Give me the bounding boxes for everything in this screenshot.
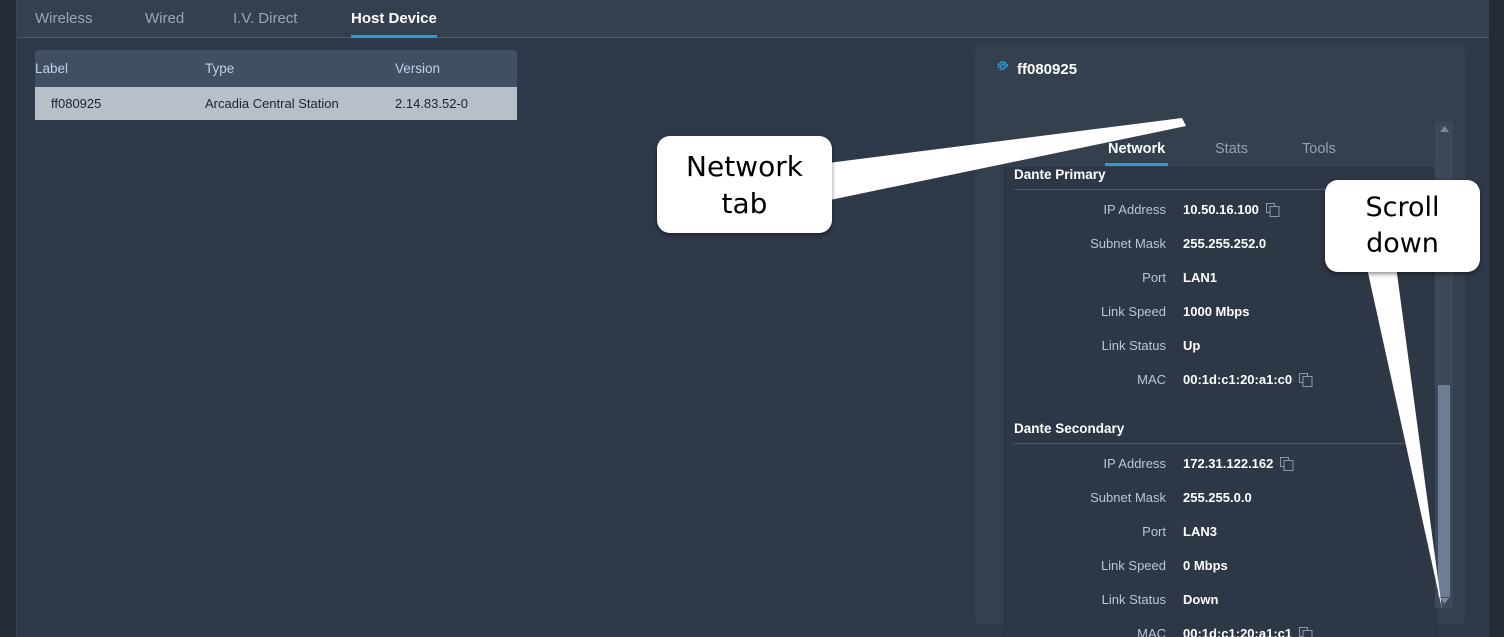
section-divider xyxy=(1014,189,1417,190)
tab-iv-direct[interactable]: I.V. Direct xyxy=(233,0,297,38)
copy-icon[interactable] xyxy=(1280,457,1294,476)
column-header-type: Type xyxy=(205,61,235,76)
copy-icon[interactable] xyxy=(1266,203,1280,222)
field-label: Subnet Mask xyxy=(1090,236,1166,251)
field-label: IP Address xyxy=(1103,456,1166,471)
field-label: Link Speed xyxy=(1100,558,1166,573)
field-value: 1000 Mbps xyxy=(1183,304,1250,319)
tab-wired[interactable]: Wired xyxy=(145,0,184,38)
table-row[interactable]: ff080925 Arcadia Central Station 2.14.83… xyxy=(35,87,517,120)
section-title: Dante Secondary xyxy=(1014,421,1125,436)
copy-icon[interactable] xyxy=(1299,373,1313,392)
panel-tab-network-label: Network xyxy=(1108,141,1166,157)
callout-network-tab: Network tab xyxy=(657,136,832,233)
tab-wireless[interactable]: Wireless xyxy=(35,0,93,38)
field-value: 00:1d:c1:20:a1:c1 xyxy=(1183,626,1293,637)
panel-tab-tools-label: Tools xyxy=(1302,141,1336,157)
scroll-up-arrow-icon[interactable] xyxy=(1435,122,1453,136)
field-label: Port xyxy=(1142,270,1166,285)
field-value: LAN3 xyxy=(1183,524,1217,539)
field-value: LAN1 xyxy=(1183,270,1217,285)
callout-network-line1: Network xyxy=(686,149,803,183)
device-detail-panel: ff080925 Device Network Stats Tools Dant… xyxy=(975,45,1465,637)
field-label: MAC xyxy=(1137,626,1166,637)
tab-wireless-label: Wireless xyxy=(35,10,93,27)
scroll-down-arrow-icon[interactable] xyxy=(1435,594,1453,608)
panel-tab-stats[interactable]: Stats xyxy=(1215,137,1248,166)
right-rail xyxy=(1489,0,1504,637)
callout-scroll-line2: down xyxy=(1366,228,1439,259)
tab-host-device[interactable]: Host Device xyxy=(351,0,437,38)
field-label: Link Status xyxy=(1101,338,1166,353)
callout-scroll-line1: Scroll xyxy=(1365,192,1440,223)
tab-active-indicator xyxy=(351,35,437,38)
device-table-header: Label Type Version xyxy=(35,50,517,87)
tab-host-device-label: Host Device xyxy=(351,10,437,27)
field-value: 255.255.252.0 xyxy=(1183,236,1267,251)
panel-title: ff080925 xyxy=(995,59,1077,79)
panel-tab-device[interactable]: Device xyxy=(1011,137,1055,166)
field-label: MAC xyxy=(1137,372,1166,387)
cell-type: Arcadia Central Station xyxy=(205,96,339,111)
field-value: 172.31.122.162 xyxy=(1183,456,1274,471)
left-rail xyxy=(0,0,16,637)
gear-icon xyxy=(995,59,1010,79)
panel-tab-bar: Device Network Stats Tools xyxy=(975,137,1465,166)
scrollbar-thumb[interactable] xyxy=(1438,385,1450,597)
callout-scroll-down: Scroll down xyxy=(1325,180,1480,272)
callout-network-line2: tab xyxy=(721,186,768,220)
tab-wired-label: Wired xyxy=(145,10,185,27)
panel-tab-device-label: Device xyxy=(1011,141,1056,157)
field-value: 10.50.16.100 xyxy=(1183,202,1259,217)
panel-tab-active-indicator xyxy=(1105,163,1169,166)
panel-title-text: ff080925 xyxy=(1017,60,1078,78)
device-table: Label Type Version ff080925 Arcadia Cent… xyxy=(35,50,517,120)
field-label: Port xyxy=(1142,524,1166,539)
field-label: Subnet Mask xyxy=(1090,490,1166,505)
field-value: 0 Mbps xyxy=(1183,558,1228,573)
column-header-label: Label xyxy=(35,61,69,76)
column-header-version: Version xyxy=(395,61,441,76)
field-value: Down xyxy=(1183,592,1219,607)
field-label: IP Address xyxy=(1103,202,1166,217)
cell-label: ff080925 xyxy=(51,96,102,111)
cell-version: 2.14.83.52-0 xyxy=(395,96,469,111)
panel-tab-tools[interactable]: Tools xyxy=(1302,137,1336,166)
left-rail-divider xyxy=(16,0,17,637)
section-title: Dante Primary xyxy=(1014,167,1106,182)
panel-tab-network[interactable]: Network xyxy=(1105,137,1169,166)
panel-tab-stats-label: Stats xyxy=(1215,141,1249,157)
field-value: Up xyxy=(1183,338,1201,353)
field-value: 00:1d:c1:20:a1:c0 xyxy=(1183,372,1293,387)
field-label: Link Speed xyxy=(1100,304,1166,319)
top-tab-bar xyxy=(17,0,1489,38)
field-value: 255.255.0.0 xyxy=(1183,490,1252,505)
section-divider xyxy=(1014,443,1417,444)
copy-icon[interactable] xyxy=(1299,627,1313,637)
field-label: Link Status xyxy=(1101,592,1166,607)
tab-iv-direct-label: I.V. Direct xyxy=(233,10,298,27)
top-tab-bar-divider xyxy=(17,37,1489,38)
